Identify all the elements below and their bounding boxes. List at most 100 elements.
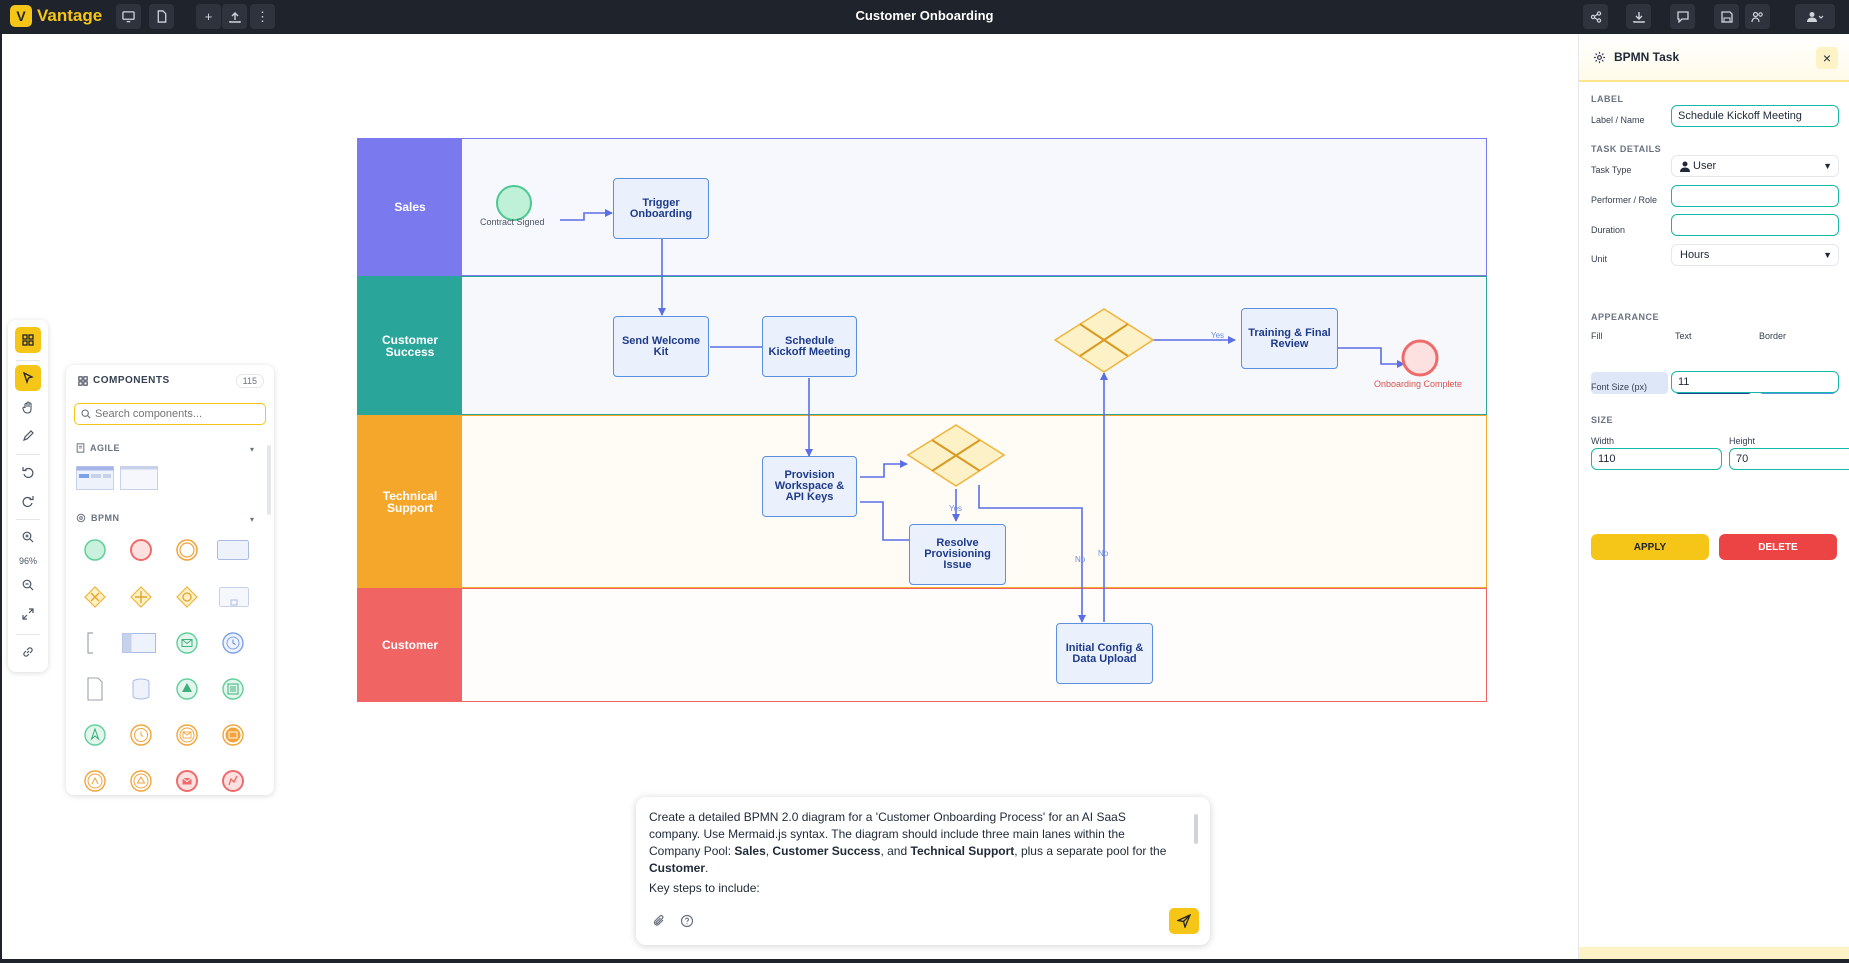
fit-screen-button[interactable] — [15, 601, 41, 627]
timer-intermediate-shape[interactable] — [127, 721, 155, 749]
agile-card-shape[interactable] — [120, 464, 158, 492]
lane-customer[interactable]: Customer — [357, 588, 1487, 702]
task-send-welcome-kit[interactable]: Send Welcome Kit — [613, 316, 709, 377]
select-tool-button[interactable] — [15, 365, 41, 391]
components-scrollbar[interactable] — [267, 445, 271, 515]
components-header: COMPONENTS — [78, 375, 170, 386]
chevron-down-icon[interactable]: ▾ — [249, 515, 254, 524]
font-size-input[interactable]: 11 — [1671, 371, 1839, 393]
prompt-scrollbar[interactable] — [1194, 814, 1198, 844]
duration-input[interactable] — [1671, 214, 1839, 236]
task-shape[interactable] — [216, 536, 250, 564]
component-search-input[interactable] — [95, 408, 255, 420]
escalation-event-shape[interactable] — [81, 721, 109, 749]
close-panel-button[interactable]: × — [1816, 47, 1838, 69]
hand-icon — [22, 400, 32, 414]
prompt-bold-sales: Sales — [734, 844, 766, 858]
message-event-shape[interactable] — [173, 629, 201, 657]
exclusive-gateway-review[interactable] — [1053, 308, 1155, 373]
task-initial-config[interactable]: Initial Config & Data Upload — [1056, 623, 1153, 684]
label-name-label: Label / Name — [1591, 115, 1645, 125]
redo-button[interactable] — [15, 488, 41, 514]
agile-board-shape[interactable] — [76, 464, 114, 492]
download-button[interactable] — [1626, 4, 1651, 29]
undo-button[interactable] — [15, 459, 41, 485]
pool-shape[interactable] — [120, 629, 158, 657]
zoom-in-button[interactable] — [15, 524, 41, 550]
flow-start-to-trigger[interactable] — [560, 209, 613, 221]
task-schedule-kickoff[interactable]: Schedule Kickoff Meeting — [762, 316, 857, 377]
flow-provision-to-resolve[interactable] — [860, 501, 909, 541]
task-provision-workspace[interactable]: Provision Workspace & API Keys — [762, 456, 857, 517]
task-resolve-provisioning[interactable]: Resolve Provisioning Issue — [909, 524, 1006, 585]
data-store-shape[interactable] — [127, 675, 155, 703]
exclusive-gateway-shape[interactable] — [81, 583, 109, 611]
pan-tool-button[interactable] — [15, 394, 41, 420]
exclusive-gateway-provisioning[interactable] — [906, 424, 1006, 487]
subprocess-shape[interactable] — [218, 583, 250, 611]
more-menu-button[interactable]: ⋮ — [250, 4, 275, 29]
bpmn-section-header[interactable]: BPMN — [76, 513, 120, 523]
unit-select[interactable]: Hours ▼ — [1671, 244, 1839, 266]
app-logo[interactable]: V Vantage — [10, 5, 102, 27]
end-event-shape[interactable] — [127, 536, 155, 564]
present-button[interactable] — [116, 4, 141, 29]
start-event-shape[interactable] — [81, 536, 109, 564]
flow-gateway-to-config[interactable] — [978, 485, 1086, 623]
chevron-down-icon[interactable]: ▾ — [249, 445, 254, 454]
height-input[interactable]: 70 — [1729, 448, 1849, 470]
width-input[interactable]: 110 — [1591, 448, 1722, 470]
signal-intermediate-shape[interactable] — [127, 767, 155, 795]
attach-button[interactable] — [650, 912, 668, 930]
label-name-input[interactable]: Schedule Kickoff Meeting — [1671, 105, 1839, 127]
timer-event-shape[interactable] — [219, 629, 247, 657]
end-event[interactable] — [1401, 339, 1439, 377]
component-search[interactable] — [74, 403, 266, 425]
bpmn-diagram[interactable]: Sales Customer Success Technical Support… — [357, 138, 1487, 704]
intermediate-event-shape[interactable] — [173, 536, 201, 564]
escalation-intermediate-shape[interactable] — [81, 767, 109, 795]
task-trigger-onboarding[interactable]: Trigger Onboarding — [613, 178, 709, 239]
agile-section-header[interactable]: AGILE — [76, 443, 120, 453]
collaborators-button[interactable] — [1745, 4, 1770, 29]
parallel-gateway-shape[interactable] — [127, 583, 155, 611]
conditional-event-shape[interactable] — [219, 675, 247, 703]
task-type-select[interactable]: User ▼ — [1671, 155, 1839, 177]
task-training-review[interactable]: Training & Final Review — [1241, 308, 1338, 369]
agile-section-label: AGILE — [90, 443, 121, 453]
fill-color-swatch[interactable] — [1591, 372, 1668, 394]
ai-prompt-panel[interactable]: Create a detailed BPMN 2.0 diagram for a… — [636, 797, 1210, 945]
signal-event-shape[interactable] — [173, 675, 201, 703]
flow-training-to-end[interactable] — [1338, 347, 1405, 368]
new-button[interactable]: + — [196, 4, 221, 29]
message-end-shape[interactable] — [173, 767, 201, 795]
apply-button[interactable]: APPLY — [1591, 534, 1709, 560]
inclusive-gateway-shape[interactable] — [173, 583, 201, 611]
message-throw-shape[interactable] — [219, 721, 247, 749]
help-button[interactable] — [678, 912, 696, 930]
draw-tool-button[interactable] — [15, 423, 41, 449]
lane-sales[interactable]: Sales — [357, 138, 1487, 276]
toolbar-divider — [16, 360, 40, 361]
start-event[interactable] — [496, 185, 532, 221]
save-button[interactable] — [1714, 4, 1739, 29]
comments-button[interactable] — [1670, 4, 1695, 29]
upload-button[interactable] — [222, 4, 247, 29]
components-toggle-button[interactable] — [15, 327, 41, 353]
send-button[interactable] — [1169, 908, 1199, 934]
data-object-shape[interactable] — [81, 675, 109, 703]
message-intermediate-shape[interactable] — [173, 721, 201, 749]
annotation-shape[interactable] — [81, 629, 109, 657]
document-button[interactable] — [149, 4, 174, 29]
error-end-shape[interactable] — [219, 767, 247, 795]
lane-label-technical-support: Technical Support — [358, 416, 462, 587]
link-tool-button[interactable] — [15, 639, 41, 665]
share-button[interactable] — [1583, 4, 1608, 29]
logo-mark: V — [10, 5, 32, 27]
user-menu-button[interactable] — [1795, 4, 1835, 29]
flow-provision-to-gateway[interactable] — [860, 460, 908, 478]
prompt-text[interactable]: Create a detailed BPMN 2.0 diagram for a… — [649, 809, 1179, 900]
performer-input[interactable] — [1671, 185, 1839, 207]
zoom-out-button[interactable] — [15, 572, 41, 598]
delete-button[interactable]: DELETE — [1719, 534, 1837, 560]
